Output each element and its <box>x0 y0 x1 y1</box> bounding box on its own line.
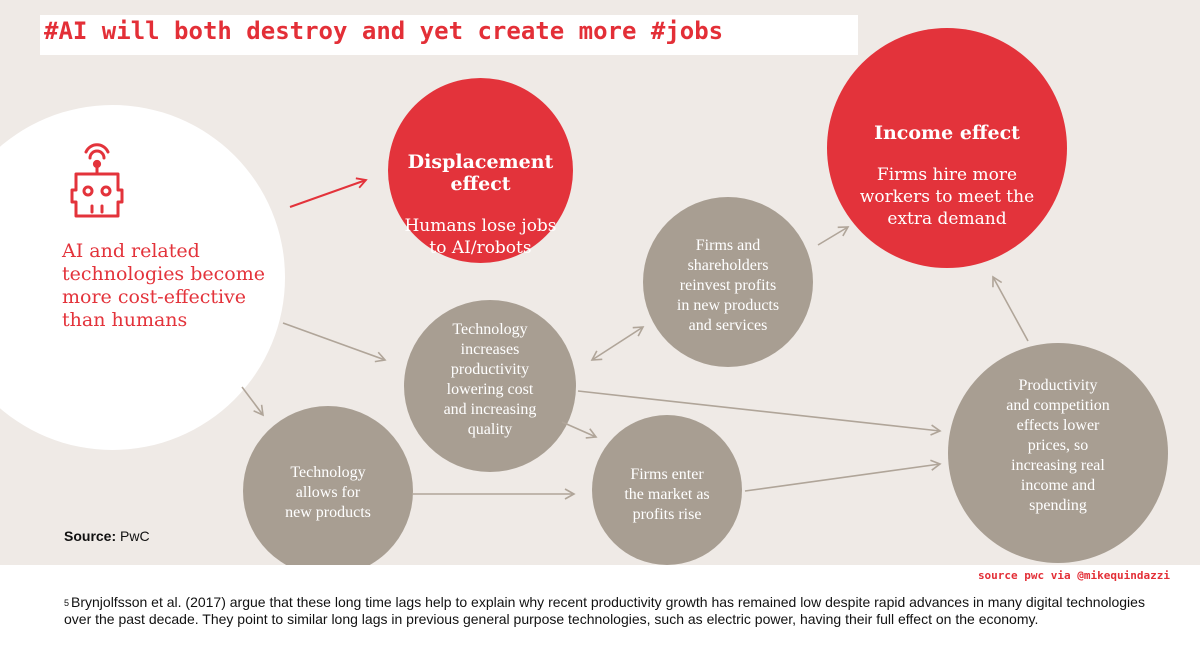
footnote-marker: 5 <box>64 598 70 608</box>
displacement-node-circle <box>388 78 573 263</box>
arrow-market-entry-to-competition <box>744 459 942 492</box>
credit-line: source pwc via @mikequindazzi <box>977 569 1170 582</box>
arrow-ai-to-new-products <box>241 386 264 417</box>
new-products-node-circle <box>243 406 413 565</box>
arrow-productivity-tech-to-market-entry <box>561 421 598 439</box>
income-node-circle <box>827 28 1067 268</box>
robot-icon <box>70 143 124 218</box>
source-value: PwC <box>120 528 150 544</box>
source-note: Source: PwC <box>64 528 150 544</box>
income-body: Firms hire more workers to meet the extr… <box>859 165 1035 229</box>
diagram-panel: #AI will both destroy and yet create mor… <box>0 0 1200 565</box>
ai-node-text: AI and related technologies become more … <box>62 240 265 331</box>
reinvest-node-text: Firms and shareholders reinvest profits … <box>676 237 780 334</box>
reinvest-node-circle <box>643 197 813 367</box>
market-entry-node-text: Firms enter the market as profits rise <box>624 466 710 523</box>
arrow-ai-to-productivity-tech <box>282 322 387 363</box>
arrow-productivity-tech-to-competition <box>577 390 942 436</box>
productivity-tech-node-text: Technology increases productivity loweri… <box>443 321 537 438</box>
title-banner <box>40 15 858 55</box>
displacement-heading: Displacement effect <box>407 151 554 195</box>
market-entry-node-circle <box>592 415 742 565</box>
arrow-productivity-tech-reinvest <box>590 326 645 361</box>
footnote-text: Brynjolfsson et al. (2017) argue that th… <box>64 594 1145 627</box>
arrow-reinvest-to-income <box>817 226 850 246</box>
source-label: Source: <box>64 528 117 544</box>
competition-node-circle <box>948 343 1168 563</box>
page-title: #AI will both destroy and yet create mor… <box>44 17 724 45</box>
flow-arrows <box>241 177 1029 500</box>
displacement-body: Humans lose jobs to AI/robots <box>404 216 557 258</box>
arrow-competition-to-income <box>992 275 1029 342</box>
income-node-text: Income effect Firms hire more workers to… <box>840 102 1054 250</box>
income-heading: Income effect <box>874 122 1020 144</box>
arrow-ai-to-displacement <box>289 177 368 208</box>
ai-node-circle <box>0 105 285 450</box>
competition-node-text: Productivity and competition effects low… <box>1006 377 1110 514</box>
productivity-tech-node-circle <box>404 300 576 472</box>
new-products-node-text: Technology allows for new products <box>285 464 371 521</box>
displacement-node-text: Displacement effect Humans lose jobs to … <box>398 131 563 279</box>
